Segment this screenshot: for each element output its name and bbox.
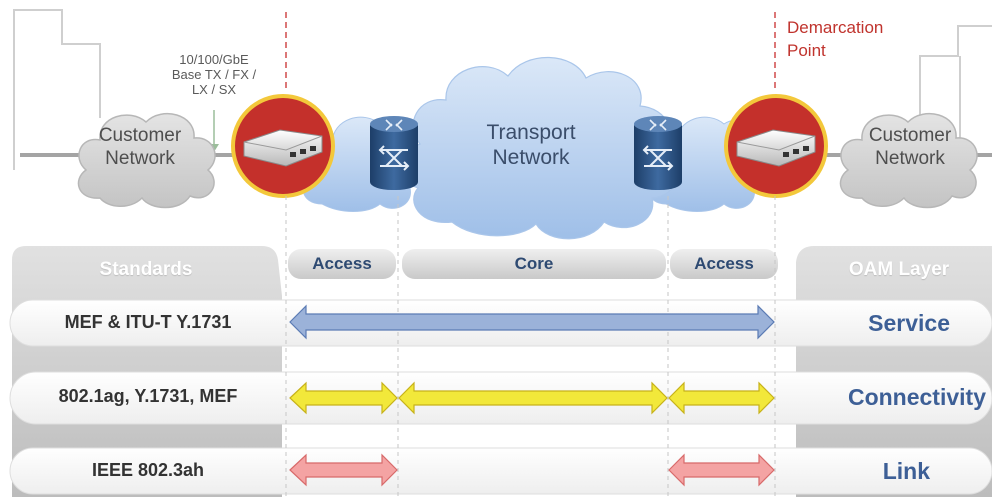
transport-cloud-icon [402, 56, 678, 240]
standard-connectivity: 802.1ag, Y.1731, MEF [58, 386, 238, 406]
interface-spec-line-1: 10/100/GbE [179, 52, 249, 67]
standards-header: Standards [99, 259, 193, 280]
segment-tab-core [402, 249, 666, 279]
connectivity-arrow-access-right [668, 381, 775, 415]
segment-label-core: Core [514, 254, 554, 273]
customer-network-right-line-1: Customer [868, 125, 952, 146]
building-left [13, 9, 101, 170]
oam-layer-link: Link [882, 458, 930, 484]
transport-network-line-2: Network [492, 146, 570, 169]
customer-cloud-left-icon [77, 113, 216, 209]
link-arrow-access-left [289, 453, 398, 487]
customer-network-left-line-1: Customer [98, 125, 182, 146]
row-link-band [9, 447, 992, 495]
standard-service: MEF & ITU-T Y.1731 [64, 312, 232, 332]
demarcation-point-label: Demarcation Point [787, 16, 883, 62]
link-arrow-access-right [668, 453, 775, 487]
segment-boundary-lines [285, 196, 776, 497]
transport-network-label: Transport Network [466, 120, 596, 170]
connectivity-arrows [289, 381, 775, 415]
segment-tab-access-right [670, 249, 778, 279]
connectivity-arrow-access-left [289, 381, 398, 415]
oam-layer-connectivity: Connectivity [847, 384, 986, 410]
standard-link: IEEE 802.3ah [91, 460, 205, 480]
interface-spec-line-2: Base TX / FX / [171, 67, 257, 82]
nid-device-right-icon [724, 94, 828, 198]
customer-network-left-label: Customer Network [80, 124, 200, 170]
segment-label-access-right: Access [694, 254, 754, 273]
connectivity-arrow-core [398, 381, 668, 415]
service-arrow [289, 304, 775, 340]
segment-label-access-left: Access [312, 254, 372, 273]
nid-device-left-icon [231, 94, 335, 198]
interface-spec-line-3: LX / SX [191, 82, 237, 97]
router-right-icon [634, 116, 682, 190]
customer-network-left-line-2: Network [105, 148, 175, 169]
customer-cloud-right-icon [839, 113, 978, 209]
oam-layer-header: OAM Layer [848, 259, 950, 280]
link-arrows [289, 453, 775, 487]
customer-network-right-label: Customer Network [850, 124, 970, 170]
customer-network-right-line-2: Network [875, 148, 945, 169]
demarcation-line-1: Demarcation [787, 18, 884, 37]
router-left-icon [370, 116, 418, 190]
oam-layer-service: Service [868, 310, 950, 336]
demarcation-line-2: Point [787, 41, 826, 60]
transport-network-line-1: Transport [486, 121, 576, 144]
segment-tab-access-left [288, 249, 396, 279]
interface-spec-label: 10/100/GbE Base TX / FX / LX / SX [150, 52, 278, 97]
